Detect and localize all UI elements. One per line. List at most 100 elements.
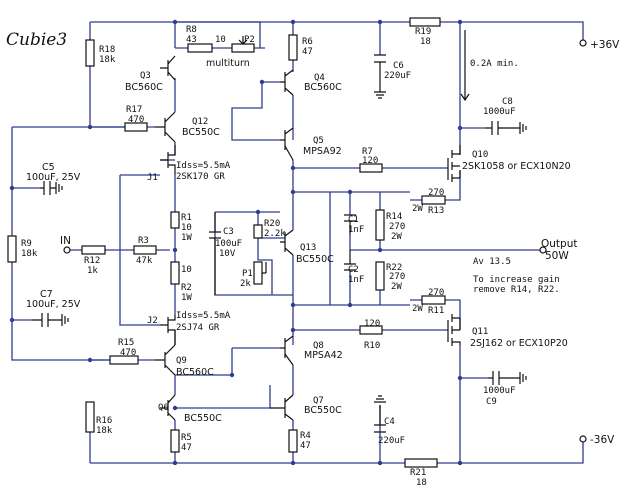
r1-power: 1W: [181, 233, 192, 243]
r6-ref: R6: [302, 37, 313, 47]
j2-part: 2SJ74 GR: [176, 323, 220, 333]
r22-ref: R22: [386, 263, 402, 273]
gain-note-line2: remove R14, R22.: [473, 285, 560, 295]
schematic-title: Cubie3: [6, 30, 67, 50]
r14-ref: R14: [386, 212, 402, 222]
junctions: [9, 19, 463, 466]
c9-value: 1000uF: [483, 386, 516, 396]
r1-ref: R1: [181, 213, 192, 223]
r11-value: 270: [428, 288, 444, 298]
r2-ref: R2: [181, 283, 192, 293]
pos-rail-label: +36V: [590, 39, 620, 51]
r1-body: [170, 211, 180, 229]
q10-part: 2SK1058 or ECX10N20: [462, 161, 571, 172]
p1-ref: P1: [242, 269, 253, 279]
gain-note-line1: To increase gain: [473, 275, 560, 285]
r12-value: 1k: [87, 266, 98, 276]
c5-value: 100uF, 25V: [26, 172, 81, 183]
r10-ref: R10: [364, 341, 380, 351]
r10-body: [359, 325, 383, 335]
r1-value: 10: [181, 223, 192, 233]
quiescent-note: 0.2A min.: [470, 59, 519, 69]
c8-ref: C8: [502, 97, 513, 107]
r17-ref: R17: [126, 105, 142, 115]
r7-body: [359, 163, 383, 173]
q8-ref: Q8: [313, 341, 324, 351]
r4-ref: R4: [300, 431, 311, 441]
r6-body: [288, 34, 298, 61]
c3-ref: C3: [223, 227, 234, 237]
r14-body: [375, 209, 385, 241]
r20-body: [253, 224, 263, 239]
c6-value: 220uF: [384, 71, 411, 81]
q11-part: 2SJ162 or ECX10P20: [470, 338, 568, 349]
r20-ref: R20: [264, 219, 280, 229]
transistor-symbols: [155, 30, 470, 421]
ground-symbols: [55, 91, 527, 403]
r2-value: 10: [181, 265, 192, 275]
q8-part: MPSA42: [304, 350, 343, 361]
q4-ref: Q4: [314, 73, 325, 83]
r8-body: [187, 43, 213, 53]
p1-body: [253, 261, 263, 285]
r16-body: [85, 401, 95, 433]
r15-ref: R15: [118, 338, 134, 348]
r9-value: 18k: [21, 249, 38, 259]
r18-ref: R18: [99, 45, 115, 55]
r7-ref: R7: [362, 147, 373, 157]
r13-power: 2W: [412, 204, 423, 214]
r11-power: 2W: [412, 304, 423, 314]
c4-ref: C4: [384, 417, 395, 427]
r21-ref: R21: [410, 468, 426, 478]
r9-ref: R9: [21, 239, 32, 249]
j2-ref: J2: [147, 316, 158, 326]
r18-value: 18k: [99, 55, 116, 65]
r4-body: [288, 429, 298, 453]
p2-note: multiturn: [206, 58, 250, 69]
r5-body: [170, 429, 180, 453]
c3-voltage: 10V: [219, 249, 236, 259]
labels: Cubie3 +36V -36V IN Output 50W 0.2A min.…: [6, 25, 620, 488]
output-terminal: [539, 246, 547, 254]
pos-terminal: [579, 39, 587, 47]
c1-value: 1nF: [348, 225, 364, 235]
q7-ref: Q7: [313, 396, 324, 406]
r6-value: 47: [302, 47, 313, 57]
output-label: Output: [541, 238, 577, 250]
q4-part: BC560C: [304, 82, 342, 93]
c7-value: 100uF, 25V: [26, 299, 81, 310]
c2-ref: C2: [348, 265, 359, 275]
r20-value: 2.2k: [264, 229, 286, 239]
q13-ref: Q13: [300, 243, 316, 253]
r19-ref: R19: [415, 27, 431, 37]
resistor-bodies: [7, 17, 446, 468]
r22-body: [375, 261, 385, 291]
r5-ref: R5: [181, 433, 192, 443]
c2-value: 1nF: [348, 275, 364, 285]
q7-part: BC550C: [304, 405, 342, 416]
c1-ref: C1: [348, 215, 359, 225]
r17-value: 470: [128, 115, 144, 125]
j1-spec: Idss=5.5mA: [176, 161, 231, 171]
q12-part: BC550C: [182, 127, 220, 138]
p2-ref: P2: [244, 35, 255, 45]
j1-ref: J1: [147, 173, 158, 183]
c5-ref: C5: [42, 162, 55, 173]
input-label: IN: [60, 235, 71, 247]
j2-spec: Idss=5.5mA: [176, 311, 231, 321]
r22-power: 2W: [391, 282, 402, 292]
q12-ref: Q12: [192, 117, 208, 127]
input-terminal: [63, 246, 71, 254]
r3-body: [133, 245, 157, 255]
r15-body: [109, 355, 139, 365]
r2-body: [170, 261, 180, 285]
r17-body: [124, 122, 148, 132]
r8-value: 43: [186, 35, 197, 45]
p1-value: 2k: [240, 279, 251, 289]
r14-power: 2W: [391, 232, 402, 242]
q5-ref: Q5: [313, 136, 324, 146]
r22-value: 270: [389, 272, 405, 282]
q6-part: BC550C: [184, 413, 222, 424]
r12-body: [81, 245, 106, 255]
